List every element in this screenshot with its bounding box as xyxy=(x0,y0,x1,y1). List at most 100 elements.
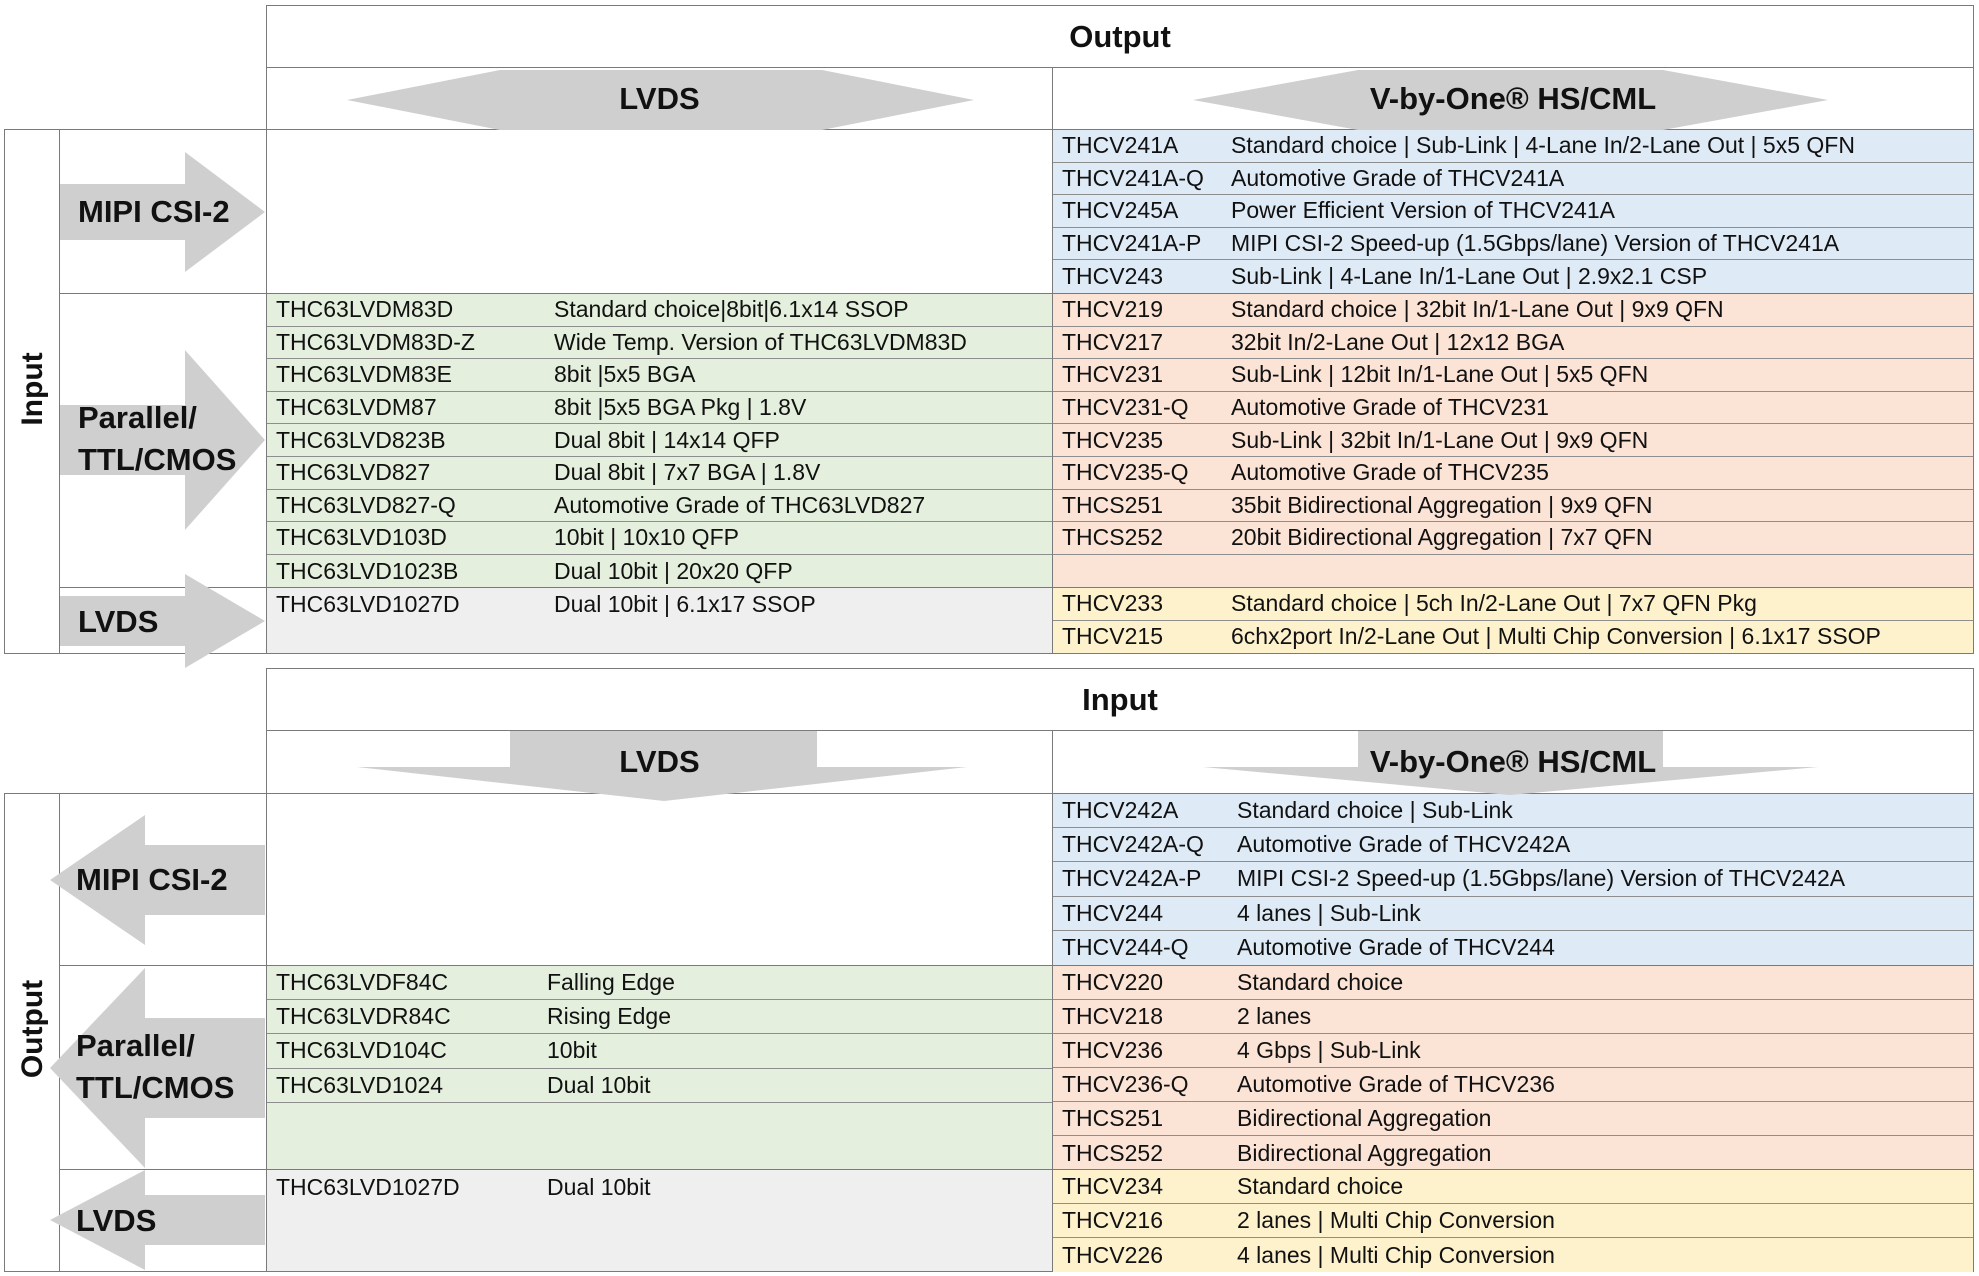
part-description: Standard choice xyxy=(1237,969,1404,995)
bottom-row-mipi-label: MIPI CSI-2 xyxy=(76,862,228,898)
part-description: Sub-Link | 12bit In/1-Lane Out | 5x5 QFN xyxy=(1231,361,1649,388)
part-description: Automotive Grade of THC63LVD827 xyxy=(554,491,926,518)
part-description: Dual 10bit xyxy=(547,1173,651,1200)
part-description: 8bit |5x5 BGA Pkg | 1.8V xyxy=(554,394,807,421)
bottom-row-parallel-line1: Parallel/ xyxy=(76,1028,195,1063)
part-number: THCV235-Q xyxy=(1062,459,1189,486)
part-number: THCV233 xyxy=(1062,590,1163,617)
part-description: 4 Gbps | Sub-Link xyxy=(1237,1037,1421,1063)
top-mipi-lvds-empty xyxy=(266,129,1053,294)
part-number: THC63LVDM83E xyxy=(276,361,452,388)
part-number: THC63LVDF84C xyxy=(276,969,449,996)
part-number: THCV243 xyxy=(1062,263,1163,290)
part-number: THCS252 xyxy=(1062,524,1163,551)
part-number: THCV220 xyxy=(1062,969,1163,995)
part-number: THCV244 xyxy=(1062,899,1163,926)
part-description: 6chx2port In/2-Lane Out | Multi Chip Con… xyxy=(1231,623,1881,650)
down-arrow-icon xyxy=(357,731,967,801)
part-description: 10bit xyxy=(547,1037,597,1064)
top-lvds-lvds-table: THC63LVD1027D Dual 10bit | 6.1x17 SSOP xyxy=(266,587,1053,654)
part-number: THCS252 xyxy=(1062,1139,1163,1166)
table-row: THC63LVD1027D Dual 10bit | 6.1x17 SSOP xyxy=(267,588,1052,621)
part-number: THCV219 xyxy=(1062,296,1163,323)
part-description: Dual 10bit | 6.1x17 SSOP xyxy=(554,591,816,617)
table-row: THCS252 20bit Bidirectional Aggregation |… xyxy=(1053,522,1973,555)
table-row: THCS251 Bidirectional Aggregation xyxy=(1053,1102,1973,1136)
part-description: 4 lanes | Multi Chip Conversion xyxy=(1237,1241,1555,1268)
part-description: 8bit |5x5 BGA xyxy=(554,361,696,388)
right-arrow-icon xyxy=(60,350,265,530)
part-description: Standard choice xyxy=(1237,1173,1404,1199)
part-description: Sub-Link | 32bit In/1-Lane Out | 9x9 QFN xyxy=(1231,426,1649,453)
bottom-col-lvds: LVDS xyxy=(266,730,1053,801)
part-number: THCV242A-P xyxy=(1062,865,1202,892)
left-arrow-icon xyxy=(50,815,265,945)
table-row: THCS252 Bidirectional Aggregation xyxy=(1053,1136,1973,1170)
up-arrow-icon xyxy=(1193,70,1828,130)
part-description: Bidirectional Aggregation xyxy=(1237,1105,1492,1131)
right-arrow-icon xyxy=(60,574,265,668)
part-description: Automotive Grade of THCV244 xyxy=(1237,934,1555,961)
top-output-title: Output xyxy=(1069,18,1171,54)
bottom-input-title: Input xyxy=(1082,681,1158,717)
bottom-col-vbyone-label: V-by-One® HS/CML xyxy=(1369,744,1657,779)
part-number: THCV218 xyxy=(1062,1003,1163,1029)
part-number: THCS251 xyxy=(1062,491,1163,518)
table-row: THCV220 Standard choice xyxy=(1053,966,1973,1000)
left-arrow-icon xyxy=(50,1170,265,1270)
top-row-parallel-label: Parallel/ TTL/CMOS xyxy=(78,397,236,481)
part-number: THCV215 xyxy=(1062,623,1163,650)
part-description: Sub-Link | 4-Lane In/1-Lane Out | 2.9x2.… xyxy=(1231,263,1708,290)
part-description: Bidirectional Aggregation xyxy=(1237,1139,1492,1166)
part-description: Power Efficient Version of THCV241A xyxy=(1231,197,1615,224)
part-description: Rising Edge xyxy=(547,1003,672,1030)
left-arrow-icon xyxy=(50,968,265,1168)
bottom-side-label: Output xyxy=(16,979,49,1079)
part-number: THCV241A-P xyxy=(1062,230,1202,257)
part-description: 20bit Bidirectional Aggregation | 7x7 QF… xyxy=(1231,524,1653,551)
top-col-lvds-label: LVDS xyxy=(619,80,700,116)
part-description: Falling Edge xyxy=(547,969,675,996)
part-description: Wide Temp. Version of THC63LVDM83D xyxy=(554,328,967,355)
part-number: THCV244-Q xyxy=(1062,934,1189,961)
part-description: 10bit | 10x10 QFP xyxy=(554,524,739,551)
part-number: THCV235 xyxy=(1062,426,1163,453)
part-description: Automotive Grade of THCV241A xyxy=(1231,164,1565,191)
part-description: Dual 10bit | 20x20 QFP xyxy=(554,557,793,584)
part-description: MIPI CSI-2 Speed-up (1.5Gbps/lane) Versi… xyxy=(1231,230,1840,257)
part-number: THC63LVD827 xyxy=(276,459,431,486)
bottom-row-parallel-label: Parallel/ TTL/CMOS xyxy=(76,1025,234,1109)
part-description: Standard choice | Sub-Link | 4-Lane In/2… xyxy=(1231,132,1855,159)
top-col-vbyone: V-by-One® HS/CML xyxy=(1052,67,1974,130)
down-arrow-icon xyxy=(1203,731,1818,795)
part-number: THCS251 xyxy=(1062,1105,1163,1131)
part-description: Automotive Grade of THCV231 xyxy=(1231,394,1549,421)
part-number: THC63LVD1027D xyxy=(276,591,460,617)
top-row-parallel-line2: TTL/CMOS xyxy=(78,441,237,477)
